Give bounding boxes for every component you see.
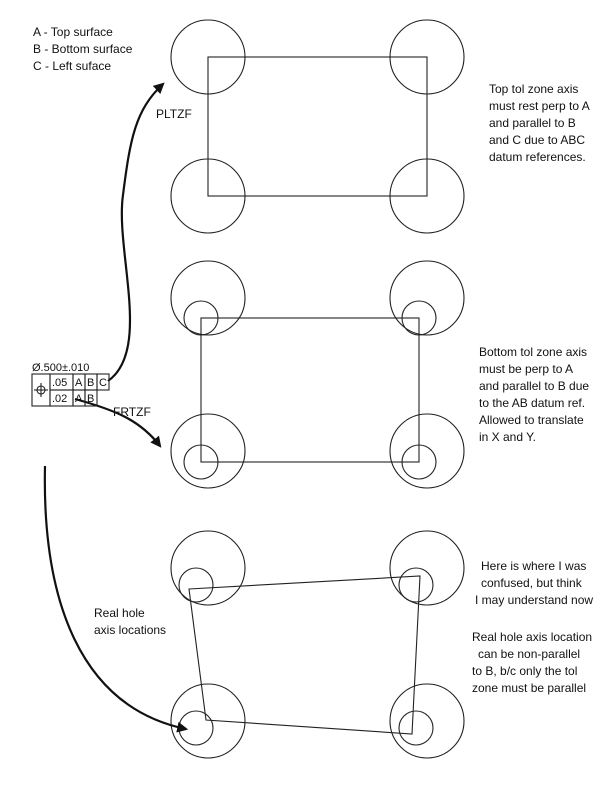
- pltzf-pattern: [170, 19, 465, 234]
- arrow-to-pltzf: [107, 82, 165, 382]
- pltzf-basic-pattern: [207, 56, 428, 197]
- upper-datum-b: B: [87, 377, 94, 389]
- note-middle: Bottom tol zone axis must be perp to A a…: [479, 345, 589, 444]
- lower-datum-b-cell: [84, 389, 98, 407]
- arrow-to-real-hole: [43, 465, 189, 733]
- note-bottom-1-line-3: I may understand now: [475, 593, 593, 607]
- frtzf-label: FRTZF: [113, 405, 151, 419]
- frtzf-pattern: [170, 260, 465, 489]
- real-plt-zone-bottom-right: [389, 683, 465, 759]
- plt-zone-top-right: [389, 260, 465, 336]
- note-bottom-2-line-1: Real hole axis location: [472, 630, 592, 644]
- real-frt-zone-top-right: [398, 567, 434, 603]
- note-bottom-2-line-4: zone must be parallel: [472, 681, 586, 695]
- arrow-to-frtzf: [74, 397, 162, 448]
- note-top: Top tol zone axis must rest perp to A an…: [489, 82, 590, 164]
- note-middle-line-2: must be perp to A: [479, 362, 573, 376]
- legend-line-c: C - Left suface: [33, 59, 111, 73]
- lower-datum-b: B: [87, 393, 94, 405]
- lower-tolerance-value: .02: [52, 393, 67, 405]
- real-plt-zone-top-left: [170, 530, 246, 606]
- note-middle-line-4: to the AB datum ref.: [479, 396, 585, 410]
- real-plt-zone-bottom-left: [170, 683, 246, 759]
- lower-datum-a: A: [75, 393, 83, 405]
- note-bottom-1-line-1: Here is where I was: [481, 559, 586, 573]
- upper-datum-a: A: [75, 377, 83, 389]
- note-bottom-1-line-2: confused, but think: [481, 576, 583, 590]
- note-middle-line-5: Allowed to translate: [479, 413, 584, 427]
- real-hole-label-line-2: axis locations: [94, 623, 166, 637]
- note-top-line-4: and C due to ABC: [489, 133, 585, 147]
- note-middle-line-1: Bottom tol zone axis: [479, 345, 587, 359]
- position-symbol-icon: [34, 383, 48, 397]
- note-middle-line-6: in X and Y.: [479, 430, 536, 444]
- plt-zone-bottom-left: [170, 413, 246, 489]
- note-top-line-3: and parallel to B: [489, 116, 576, 130]
- upper-datum-c: C: [99, 377, 107, 389]
- legend-line-b: B - Bottom surface: [33, 42, 133, 56]
- note-bottom-confused: Here is where I was confused, but think …: [475, 559, 593, 607]
- pltzf-label: PLTZF: [156, 107, 192, 121]
- upper-datum-c-cell: [96, 373, 110, 391]
- upper-tolerance-value: .05: [52, 377, 67, 389]
- real-hole-label: Real hole axis locations: [94, 606, 166, 637]
- real-frt-zone-top-left: [178, 567, 214, 603]
- real-hole-axis-quadrilateral: [188, 575, 421, 735]
- note-middle-line-3: and parallel to B due: [479, 379, 589, 393]
- note-bottom-real-hole: Real hole axis location can be non-paral…: [472, 630, 592, 695]
- note-bottom-2-line-3: to B, b/c only the tol: [472, 664, 577, 678]
- note-top-line-2: must rest perp to A: [489, 99, 590, 113]
- real-hole-label-line-1: Real hole: [94, 606, 145, 620]
- feature-control-frame: Ø.500±.010 .05 A B C .02 A B: [31, 362, 110, 407]
- plt-zone-top-left: [170, 260, 246, 336]
- frtzf-shifted-pattern: [200, 317, 420, 463]
- real-frt-zone-bottom-right: [398, 710, 434, 746]
- size-tolerance: Ø.500±.010: [32, 362, 89, 374]
- plt-zone-bottom-right: [389, 413, 465, 489]
- real-hole-pattern: [170, 530, 465, 759]
- note-top-line-1: Top tol zone axis: [489, 82, 578, 96]
- note-bottom-2-line-2: can be non-parallel: [478, 647, 580, 661]
- real-plt-zone-top-right: [389, 530, 465, 606]
- note-top-line-5: datum references.: [489, 150, 586, 164]
- legend-line-a: A - Top surface: [33, 25, 113, 39]
- datum-legend: A - Top surface B - Bottom surface C - L…: [33, 25, 133, 73]
